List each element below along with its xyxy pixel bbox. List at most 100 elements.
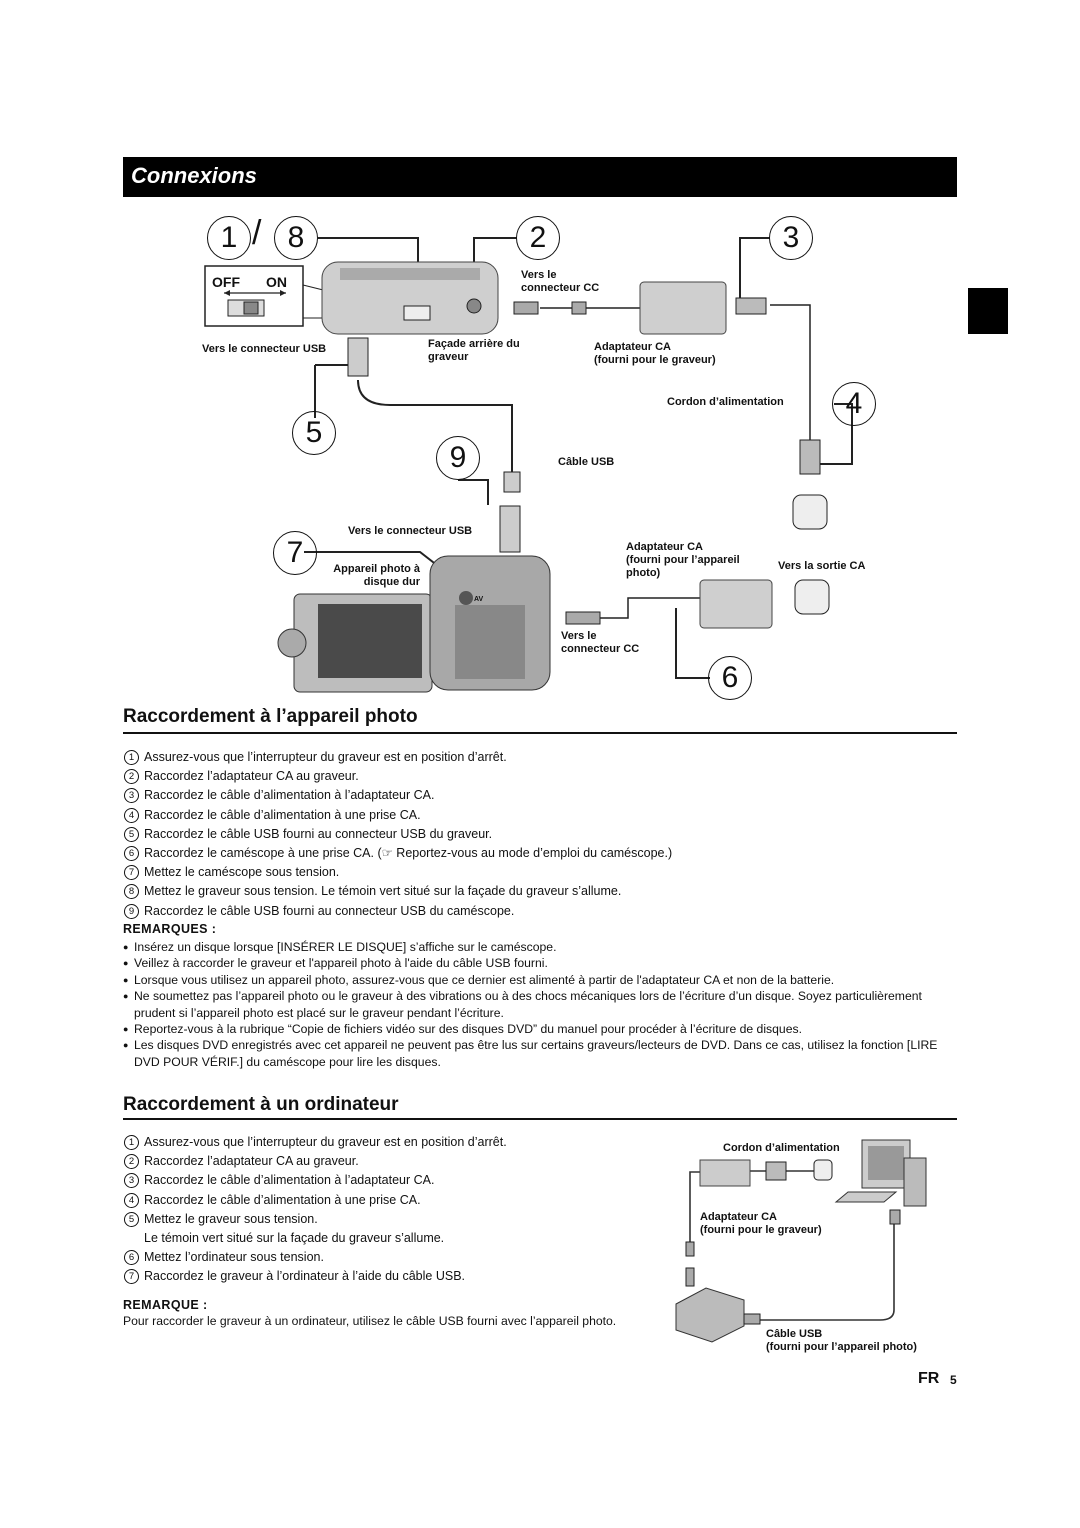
remark-title: REMARQUE : [123,1298,208,1312]
step-text: Mettez le graveur sous tension. [144,1211,318,1226]
step-text: Assurez-vous que l’interrupteur du grave… [144,1135,507,1149]
step-number: 6 [124,1250,139,1266]
step-circle: 1 [207,216,251,260]
rear-panel-label: graveur [428,351,469,363]
step-item: 2 Raccordez l’adaptateur CA au graveur. [124,1152,664,1171]
cam-adapter-label: Adaptateur CA [626,541,704,553]
step-text: Raccordez l’adaptateur CA au graveur. [144,1154,359,1169]
connection-diagram-camera [190,210,890,700]
usb-cable-label: (fourni pour l’appareil photo) [766,1341,917,1353]
ac-adapter-label: Adaptateur CA [700,1211,778,1223]
dc-connector-label: Vers le [561,630,597,642]
step-item: 2 Raccordez l’adaptateur CA au graveur. [124,767,954,786]
remark-item: Insérez un disque lorsque [INSÉRER LE DI… [123,939,959,956]
step-item: 6 Mettez l’ordinateur sous tension. [124,1248,664,1267]
step-text: Raccordez le caméscope à une prise CA. (… [144,846,673,861]
page-number: 5 [950,1373,957,1387]
section-divider [123,732,957,734]
remarks-title: REMARQUES : [123,922,217,936]
connection-diagram-computer [670,1135,950,1355]
step-number: 2 [124,769,139,785]
step-number: 3 [124,788,139,804]
language-code: FR [918,1370,940,1387]
step-text: Raccordez le câble d’alimentation à l’ad… [144,1173,435,1188]
step-circle: 2 [516,216,560,260]
step-item: 5 Raccordez le câble USB fourni au connec… [124,825,954,844]
section-title: Raccordement à un ordinateur [123,1094,399,1115]
step-text: Raccordez le câble d’alimentation à une … [144,807,421,822]
step-circle: 9 [436,436,480,480]
remark-item: Veillez à raccorder le graveur et l'appa… [123,955,959,972]
step-item: 7 Mettez le caméscope sous tension. [124,863,954,882]
step-number: 4 [124,1192,139,1208]
step-number: 2 [124,1154,139,1170]
remark-item: Lorsque vous utilisez un appareil photo,… [123,972,959,989]
step-text: Assurez-vous que l’interrupteur du grave… [144,750,507,764]
connection-diagram-svg [204,237,853,693]
step-item: 3 Raccordez le câble d’alimentation à l’a… [124,1171,664,1190]
ac-adapter-label: (fourni pour le graveur) [700,1224,822,1236]
section-header-bar: Connexions [123,157,957,197]
step-item: 1 Assurez-vous que l’interrupteur du grav… [124,1133,664,1152]
step-circle: 6 [708,656,752,700]
rear-panel-label: Façade arrière du [428,338,520,350]
step-list: 1 Assurez-vous que l’interrupteur du grav… [124,1133,664,1287]
usb-cable-label: Câble USB [558,456,615,468]
section-header-title: Connexions [131,163,257,188]
step-circle: 7 [273,531,317,575]
usb-cable-label: Câble USB [766,1328,823,1340]
step-number: 4 [124,807,139,823]
step-text: Raccordez le câble USB fourni au connect… [144,826,493,841]
step-text: Raccordez le câble USB fourni au connect… [144,903,515,918]
step-item: 4 Raccordez le câble d’alimentation à une… [124,806,954,825]
step-text: Mettez le caméscope sous tension. [144,865,340,880]
step-number: 9 [124,903,139,919]
remark-text: Pour raccorder le graveur à un ordinateu… [123,1314,617,1328]
dc-connector-label: connecteur CC [521,282,600,294]
chapter-tab [968,288,1008,334]
step-circle: 8 [274,216,318,260]
computer-diagram-svg [675,1139,927,1343]
slash-separator: / [252,214,262,252]
camera-label: Appareil photo à [333,563,420,575]
power-cord-label: Cordon d’alimentation [723,1142,840,1154]
step-number: 7 [124,1269,139,1285]
step-number: 6 [124,846,139,862]
ac-adapter-label: Adaptateur CA [594,341,672,353]
step-number: 1 [124,1135,139,1150]
step-text: Raccordez le câble d’alimentation à l’ad… [144,788,435,803]
ac-outlet-label: Vers la sortie CA [778,560,866,572]
step-circle: 4 [832,382,876,426]
step-item: 3 Raccordez le câble d’alimentation à l’a… [124,786,954,805]
step-item: 9 Raccordez le câble USB fourni au connec… [124,902,954,921]
usb-connector-label: Vers le connecteur USB [202,343,327,355]
remarks-list: Insérez un disque lorsque [INSÉRER LE DI… [123,939,959,1070]
step-text: Mettez l’ordinateur sous tension. [144,1250,324,1265]
cam-adapter-label: (fourni pour l’appareil [626,554,740,566]
step-number: 3 [124,1173,139,1189]
step-number: 7 [124,865,139,881]
step-list: 1 Assurez-vous que l’interrupteur du grav… [124,748,954,921]
remark-item: Les disques DVD enregistrés avec cet app… [123,1037,959,1070]
step-number: 1 [124,750,139,765]
switch-on-label: ON [266,274,287,290]
step-circle: 5 [292,411,336,455]
step-text: Raccordez l’adaptateur CA au graveur. [144,769,359,784]
remark-item: Reportez-vous à la rubrique “Copie de fi… [123,1021,959,1038]
dc-connector-label: connecteur CC [561,643,640,655]
step-number: 5 [124,826,139,842]
step-item: 6 Raccordez le caméscope à une prise CA. … [124,844,954,863]
switch-off-label: OFF [212,274,240,290]
usb-connector-label: Vers le connecteur USB [348,525,473,537]
camera-label: disque dur [363,576,420,588]
step-text: Mettez le graveur sous tension. Le témoi… [144,884,622,899]
cam-adapter-label: photo) [626,567,661,579]
dc-connector-label: Vers le [521,269,557,281]
section-divider [123,1118,957,1120]
step-circle: 3 [769,216,813,260]
ac-adapter-label: (fourni pour le graveur) [594,354,716,366]
step-item: 1 Assurez-vous que l’interrupteur du grav… [124,748,954,767]
